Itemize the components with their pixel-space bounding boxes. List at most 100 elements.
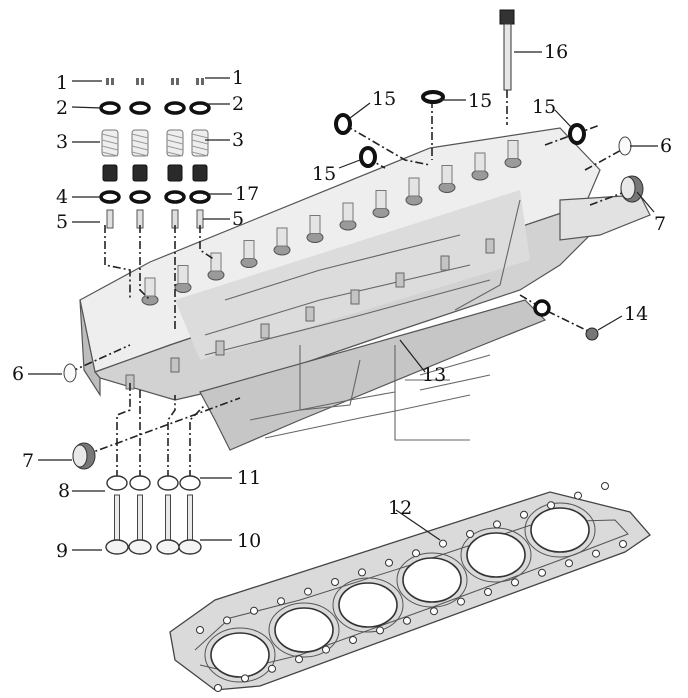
- spring-retainer: [189, 101, 211, 115]
- bore-seal-ring: [524, 502, 596, 558]
- callout-15-top: 15: [468, 90, 492, 112]
- bore-seal-ring: [396, 552, 468, 608]
- callout-4-left: 4: [56, 186, 68, 208]
- spring-retainer: [164, 101, 186, 115]
- head-gasket-small-holes: [196, 482, 627, 692]
- callout-5-right: 5: [232, 208, 244, 230]
- callout-16: 16: [544, 41, 568, 63]
- port-boss: [243, 240, 255, 259]
- valve-stem: [137, 494, 143, 541]
- spring-coil: [166, 133, 184, 139]
- side-boss: [305, 306, 315, 322]
- bolt-hole: [196, 626, 204, 634]
- port-boss: [177, 265, 189, 284]
- bolt-hole: [592, 549, 600, 558]
- spring-coil: [166, 145, 184, 151]
- axis-valve-lower-1: [116, 380, 131, 478]
- valve-stem: [187, 494, 193, 541]
- axis-plug-6-left: [69, 344, 131, 373]
- bolt-hole: [511, 578, 519, 587]
- side-boss: [215, 340, 225, 356]
- side-boss: [170, 357, 180, 373]
- spring-coil: [101, 145, 119, 151]
- bolt-hole: [304, 587, 312, 596]
- valves-and-seats: [105, 475, 202, 555]
- side-boss: [260, 323, 270, 339]
- callout-3-right: 3: [232, 129, 244, 151]
- valve-stem: [165, 494, 171, 541]
- spring-coil: [131, 139, 149, 145]
- callout-5-left: 5: [56, 211, 68, 233]
- port-boss: [210, 252, 222, 272]
- valve-head: [128, 539, 152, 555]
- callout-11: 11: [237, 467, 261, 489]
- cylinder-head-bosses: [125, 238, 495, 390]
- callout-7-left: 7: [22, 450, 34, 472]
- port-boss: [309, 215, 321, 234]
- valve-keeper: [176, 78, 179, 85]
- bolt-hole: [223, 616, 231, 625]
- cylinder-head: [79, 127, 651, 451]
- axis-valve-4: [199, 225, 216, 261]
- bolt-hole: [385, 558, 393, 567]
- spring-coil: [101, 139, 119, 145]
- bolt-hole: [358, 568, 366, 577]
- bolt-hole: [574, 491, 582, 500]
- bolt-hole: [547, 501, 555, 510]
- cylinder-head-end-face: [79, 299, 101, 398]
- spring-coil: [101, 133, 119, 139]
- bolt-hole: [457, 597, 465, 606]
- cylinder-bore: [466, 532, 526, 578]
- port-boss: [342, 202, 354, 222]
- cup-plug-7: [72, 175, 644, 470]
- valve-stem-seal: [192, 164, 208, 182]
- valve-guide: [106, 209, 114, 229]
- cylinder-bore: [210, 632, 270, 678]
- cylinder-bore: [274, 607, 334, 653]
- side-boss: [395, 272, 405, 288]
- port-boss: [507, 140, 519, 159]
- valve-stack: [164, 78, 186, 229]
- head-gasket-inner-seal: [194, 519, 629, 673]
- cylinder-head-linework: [204, 199, 521, 441]
- bolt-hole: [520, 510, 528, 519]
- spring-coil: [166, 139, 184, 145]
- callout-10: 10: [237, 530, 261, 552]
- bolt-hole: [412, 549, 420, 558]
- spring-coil: [131, 145, 149, 151]
- axis-valve-lower-4: [189, 404, 206, 478]
- valve-keeper: [201, 78, 204, 85]
- axis-valve-1: [104, 225, 131, 300]
- bolt-hole: [214, 684, 222, 692]
- valve-stem-seal: [102, 164, 118, 182]
- spring-retainer: [129, 101, 151, 115]
- bolt-hole: [241, 674, 249, 683]
- plug-14: [585, 327, 599, 341]
- valve-seat-insert: [129, 475, 151, 491]
- valve-keeper: [171, 78, 174, 85]
- valve-keeper: [196, 78, 199, 85]
- bolt-hole: [484, 588, 492, 596]
- valve-keeper: [141, 78, 144, 85]
- callout-13: 13: [422, 364, 446, 386]
- valve-head: [156, 539, 180, 555]
- side-boss: [440, 255, 450, 271]
- valve-head: [178, 539, 202, 555]
- assembly-axis-lines: [69, 90, 631, 478]
- valve-seat-insert: [157, 475, 179, 491]
- callout-6-right: 6: [660, 135, 672, 157]
- spring-retainer: [99, 101, 121, 115]
- head-gasket-bores: [204, 502, 596, 683]
- port-boss: [375, 190, 387, 209]
- side-boss: [485, 238, 495, 254]
- valve-stack: [99, 78, 121, 229]
- spring-coil: [166, 151, 184, 157]
- port-boss: [144, 277, 156, 297]
- bolt-hole: [295, 655, 303, 664]
- callout-3-left: 3: [56, 131, 68, 153]
- axis-plug-6-right: [584, 147, 626, 171]
- bolt-hole: [349, 636, 357, 644]
- bolt-hole: [439, 539, 447, 548]
- leader-lines: [28, 51, 658, 551]
- callout-15-right: 15: [532, 96, 556, 118]
